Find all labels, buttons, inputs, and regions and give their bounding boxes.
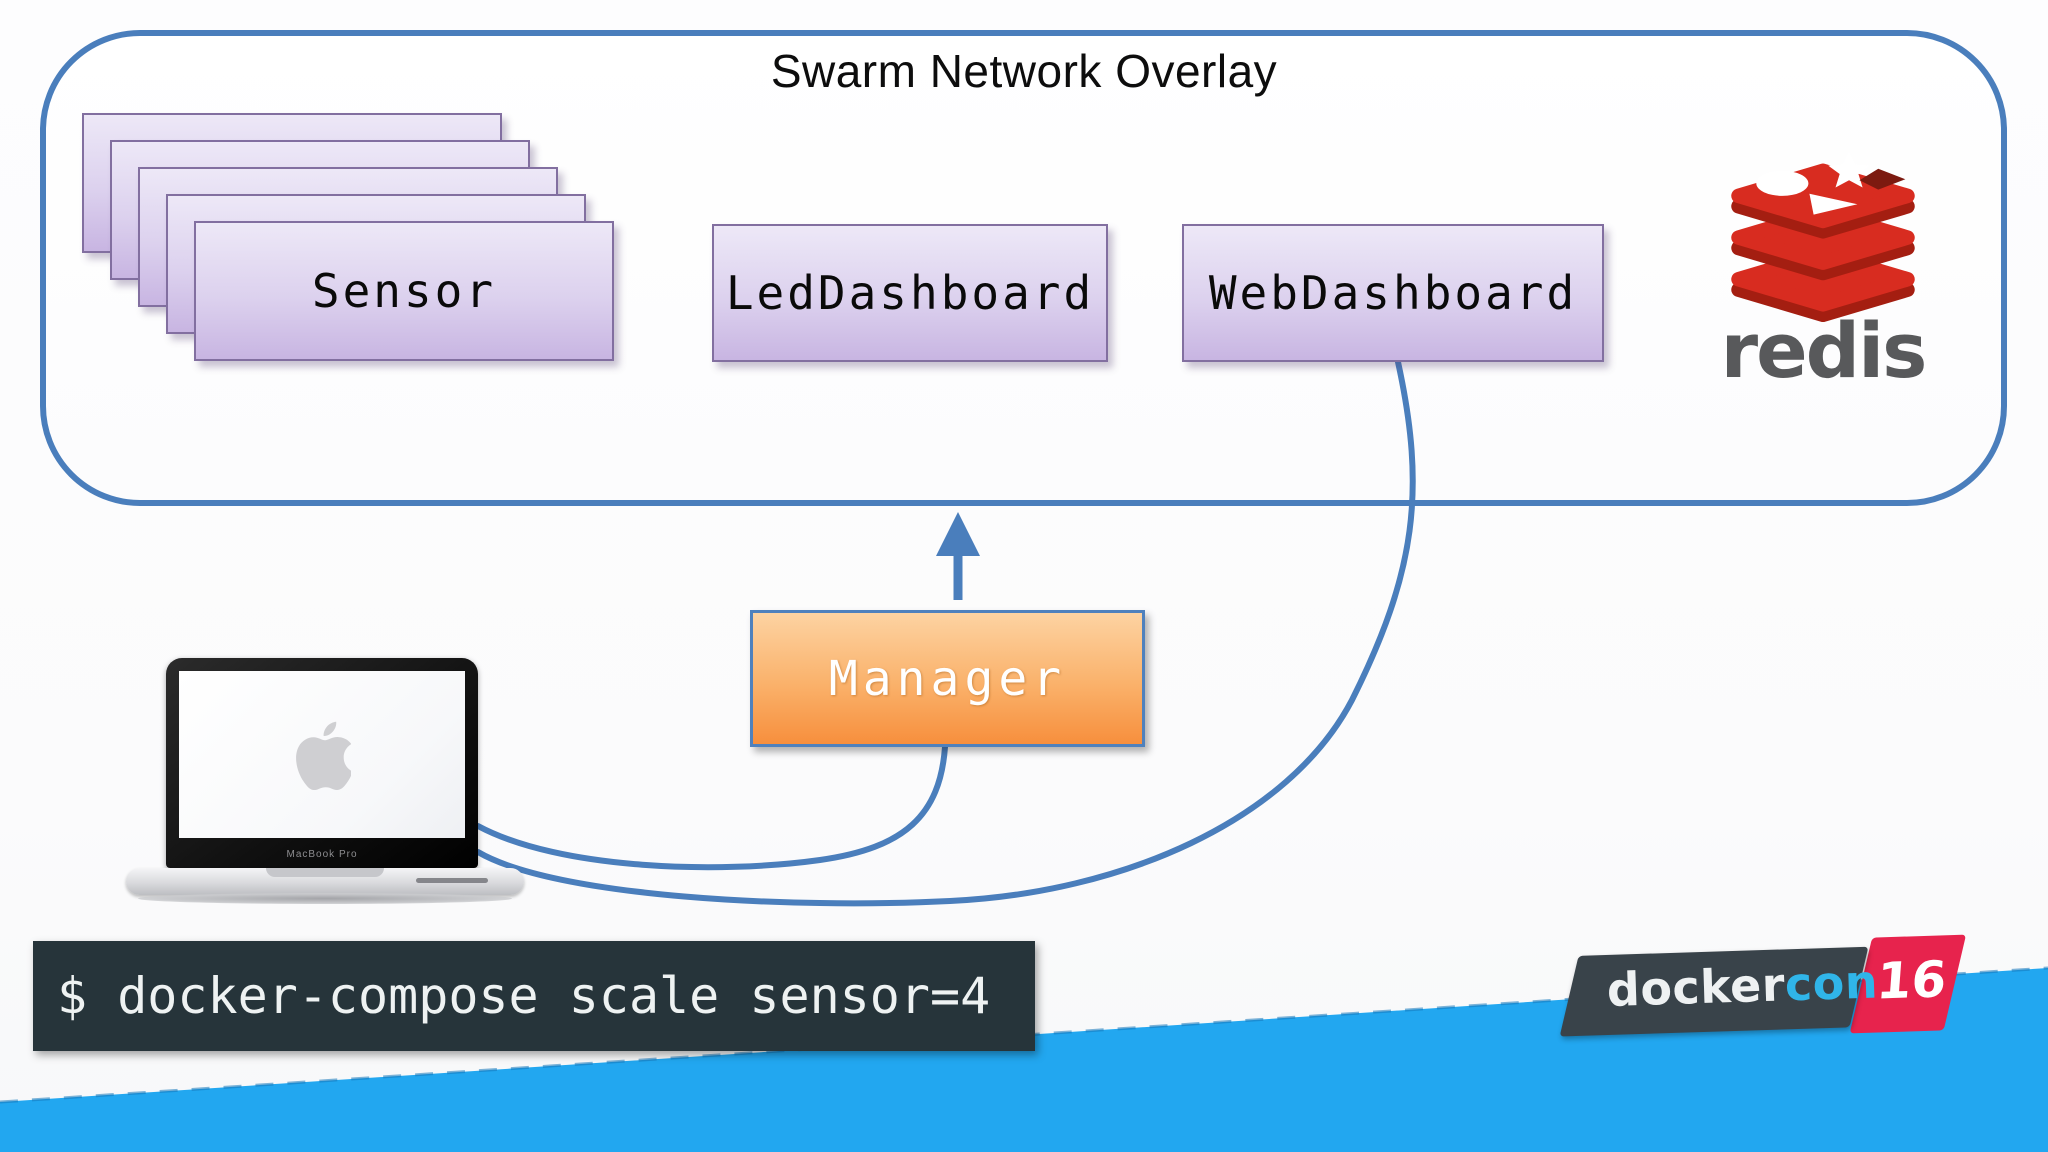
laptop-vent xyxy=(416,878,488,883)
manager-node: Manager xyxy=(750,610,1145,747)
web-dashboard-node: WebDashboard xyxy=(1182,224,1604,362)
sensor-label: Sensor xyxy=(311,264,497,318)
redis-wordmark: redis xyxy=(1720,306,1928,395)
overlay-title: Swarm Network Overlay xyxy=(770,45,1278,97)
dockercon-badge: dockercon 16 xyxy=(1559,932,1969,1049)
badge-year-text: 16 xyxy=(1874,950,1949,1011)
arrow-up-icon xyxy=(936,512,980,600)
redis-triangle-detail xyxy=(1809,193,1858,215)
laptop-display xyxy=(179,671,465,838)
terminal-panel: $ docker-compose scale sensor=4 xyxy=(33,941,1035,1051)
laptop-base xyxy=(126,868,524,895)
sensor-node: Sensor xyxy=(194,221,614,361)
apple-logo-icon xyxy=(296,721,351,790)
laptop-screen: MacBook Pro xyxy=(166,658,478,868)
laptop-model-label: MacBook Pro xyxy=(286,849,358,860)
manager-to-laptop-curve xyxy=(475,744,948,871)
terminal-command: $ docker-compose scale sensor=4 xyxy=(57,967,991,1025)
docker-text: docker xyxy=(1606,957,1786,1017)
manager-label: Manager xyxy=(828,650,1067,707)
macbook-laptop: MacBook Pro xyxy=(126,658,524,910)
web-dashboard-label: WebDashboard xyxy=(1208,266,1578,320)
redis-hole-detail xyxy=(1859,168,1906,190)
dockercon-wordmark: dockercon xyxy=(1606,954,1879,1016)
laptop-shadow xyxy=(138,893,512,904)
led-dashboard-node: LedDashboard xyxy=(712,224,1108,362)
redis-cube-icon xyxy=(1731,152,1915,323)
con-text: con xyxy=(1784,954,1879,1012)
redis-star-detail xyxy=(1828,152,1870,188)
redis-logo: redis xyxy=(1688,150,1958,395)
led-dashboard-label: LedDashboard xyxy=(725,266,1095,320)
laptop-notch xyxy=(266,868,384,877)
redis-ellipse-detail xyxy=(1756,170,1809,196)
